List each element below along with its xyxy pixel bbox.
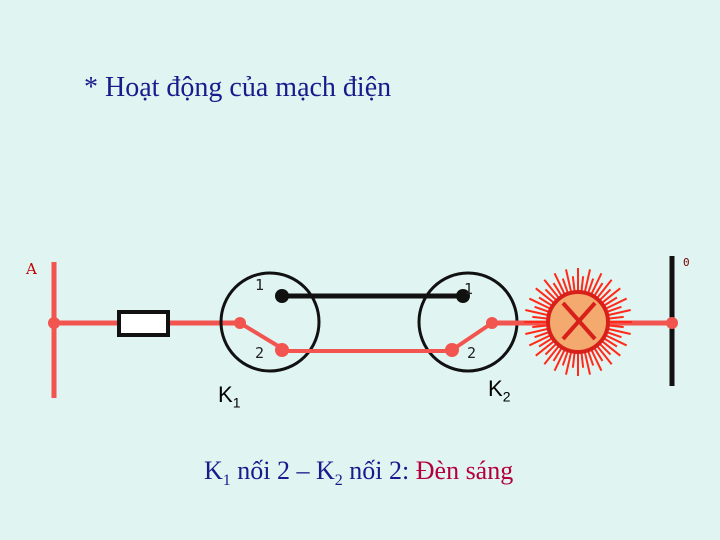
lamp-glow-ray xyxy=(535,287,557,306)
lamp-glow-ray xyxy=(583,269,591,295)
lamp-glow-ray xyxy=(594,279,613,301)
switch-2-pin-1-label: 1 xyxy=(464,280,474,298)
lamp-glow-ray xyxy=(525,309,551,317)
switch-1-pin-1-label: 1 xyxy=(255,276,265,294)
switch-2-pin-1-contact xyxy=(456,289,470,303)
switch-1-housing xyxy=(219,271,321,373)
caption-k1-letter: K xyxy=(204,456,223,485)
lamp-glow-ray xyxy=(543,279,562,301)
caption-k2-letter: K xyxy=(316,456,335,485)
lamp-glow-ray xyxy=(605,309,631,317)
lamp-glow-ray xyxy=(528,333,554,347)
lamp-glow-ray xyxy=(605,327,631,335)
switch-2-pin-2-contact xyxy=(445,343,459,357)
lamp-glow-ray xyxy=(599,287,621,306)
switch-1-label: K1 xyxy=(218,382,240,410)
caption-k1-text: nối 2 – xyxy=(230,456,317,485)
lamp-glow-ray xyxy=(602,297,628,311)
lamp-glow-ray xyxy=(525,327,551,335)
switch-1-letter: K xyxy=(218,382,233,407)
lamp-glow-ray xyxy=(535,338,557,357)
lamp-glow-ray xyxy=(528,297,554,311)
switch-1-pin-2-contact xyxy=(275,343,289,357)
lamp-glow-ray xyxy=(589,346,603,372)
circuit-state-caption: K1 nối 2 – K2 nối 2: Đèn sáng xyxy=(204,456,513,490)
lamp-glow-ray xyxy=(602,333,628,347)
terminal-neutral-label: 0 xyxy=(683,256,690,269)
lamp-glow-ray xyxy=(565,269,573,295)
switch-2-index: 2 xyxy=(502,388,511,405)
switch-1-blade xyxy=(238,321,285,351)
lamp-glow-ray xyxy=(553,346,567,372)
neutral-bus-node xyxy=(666,317,678,329)
switch-1-pin-2-label: 2 xyxy=(255,344,265,362)
page-title: * Hoạt động của mạch điện xyxy=(84,72,392,103)
caption-k2-index: 2 xyxy=(334,472,343,490)
caption-k1-index: 1 xyxy=(222,472,231,490)
lamp-glow-ray xyxy=(594,343,613,365)
terminal-phase-label: A xyxy=(26,260,37,278)
switch-1-index: 1 xyxy=(232,394,241,411)
lamp-glow-ray xyxy=(565,349,573,375)
switch-2-pin-2-label: 2 xyxy=(467,344,477,362)
switch-2-label: K2 xyxy=(488,376,510,404)
lamp-glow xyxy=(524,268,632,376)
switch-1-pin-1-contact xyxy=(275,289,289,303)
switch-2-common-contact xyxy=(486,317,498,329)
switch-2-blade xyxy=(450,321,494,352)
switch-2-letter: K xyxy=(488,376,503,401)
switch-1-common-contact xyxy=(234,317,246,329)
phase-bus-node xyxy=(48,317,60,329)
lamp-glow-ray xyxy=(599,338,621,357)
lamp-glow-ray xyxy=(543,343,562,365)
caption-k2-text: nối 2: xyxy=(342,456,416,485)
lamp-glow-ray xyxy=(553,272,567,298)
lamp-glow-ray xyxy=(589,272,603,298)
fuse xyxy=(117,310,170,337)
lamp-cross-b xyxy=(561,301,597,341)
lamp-glow-ray xyxy=(583,349,591,375)
caption-lamp-state: Đèn sáng xyxy=(415,456,514,485)
